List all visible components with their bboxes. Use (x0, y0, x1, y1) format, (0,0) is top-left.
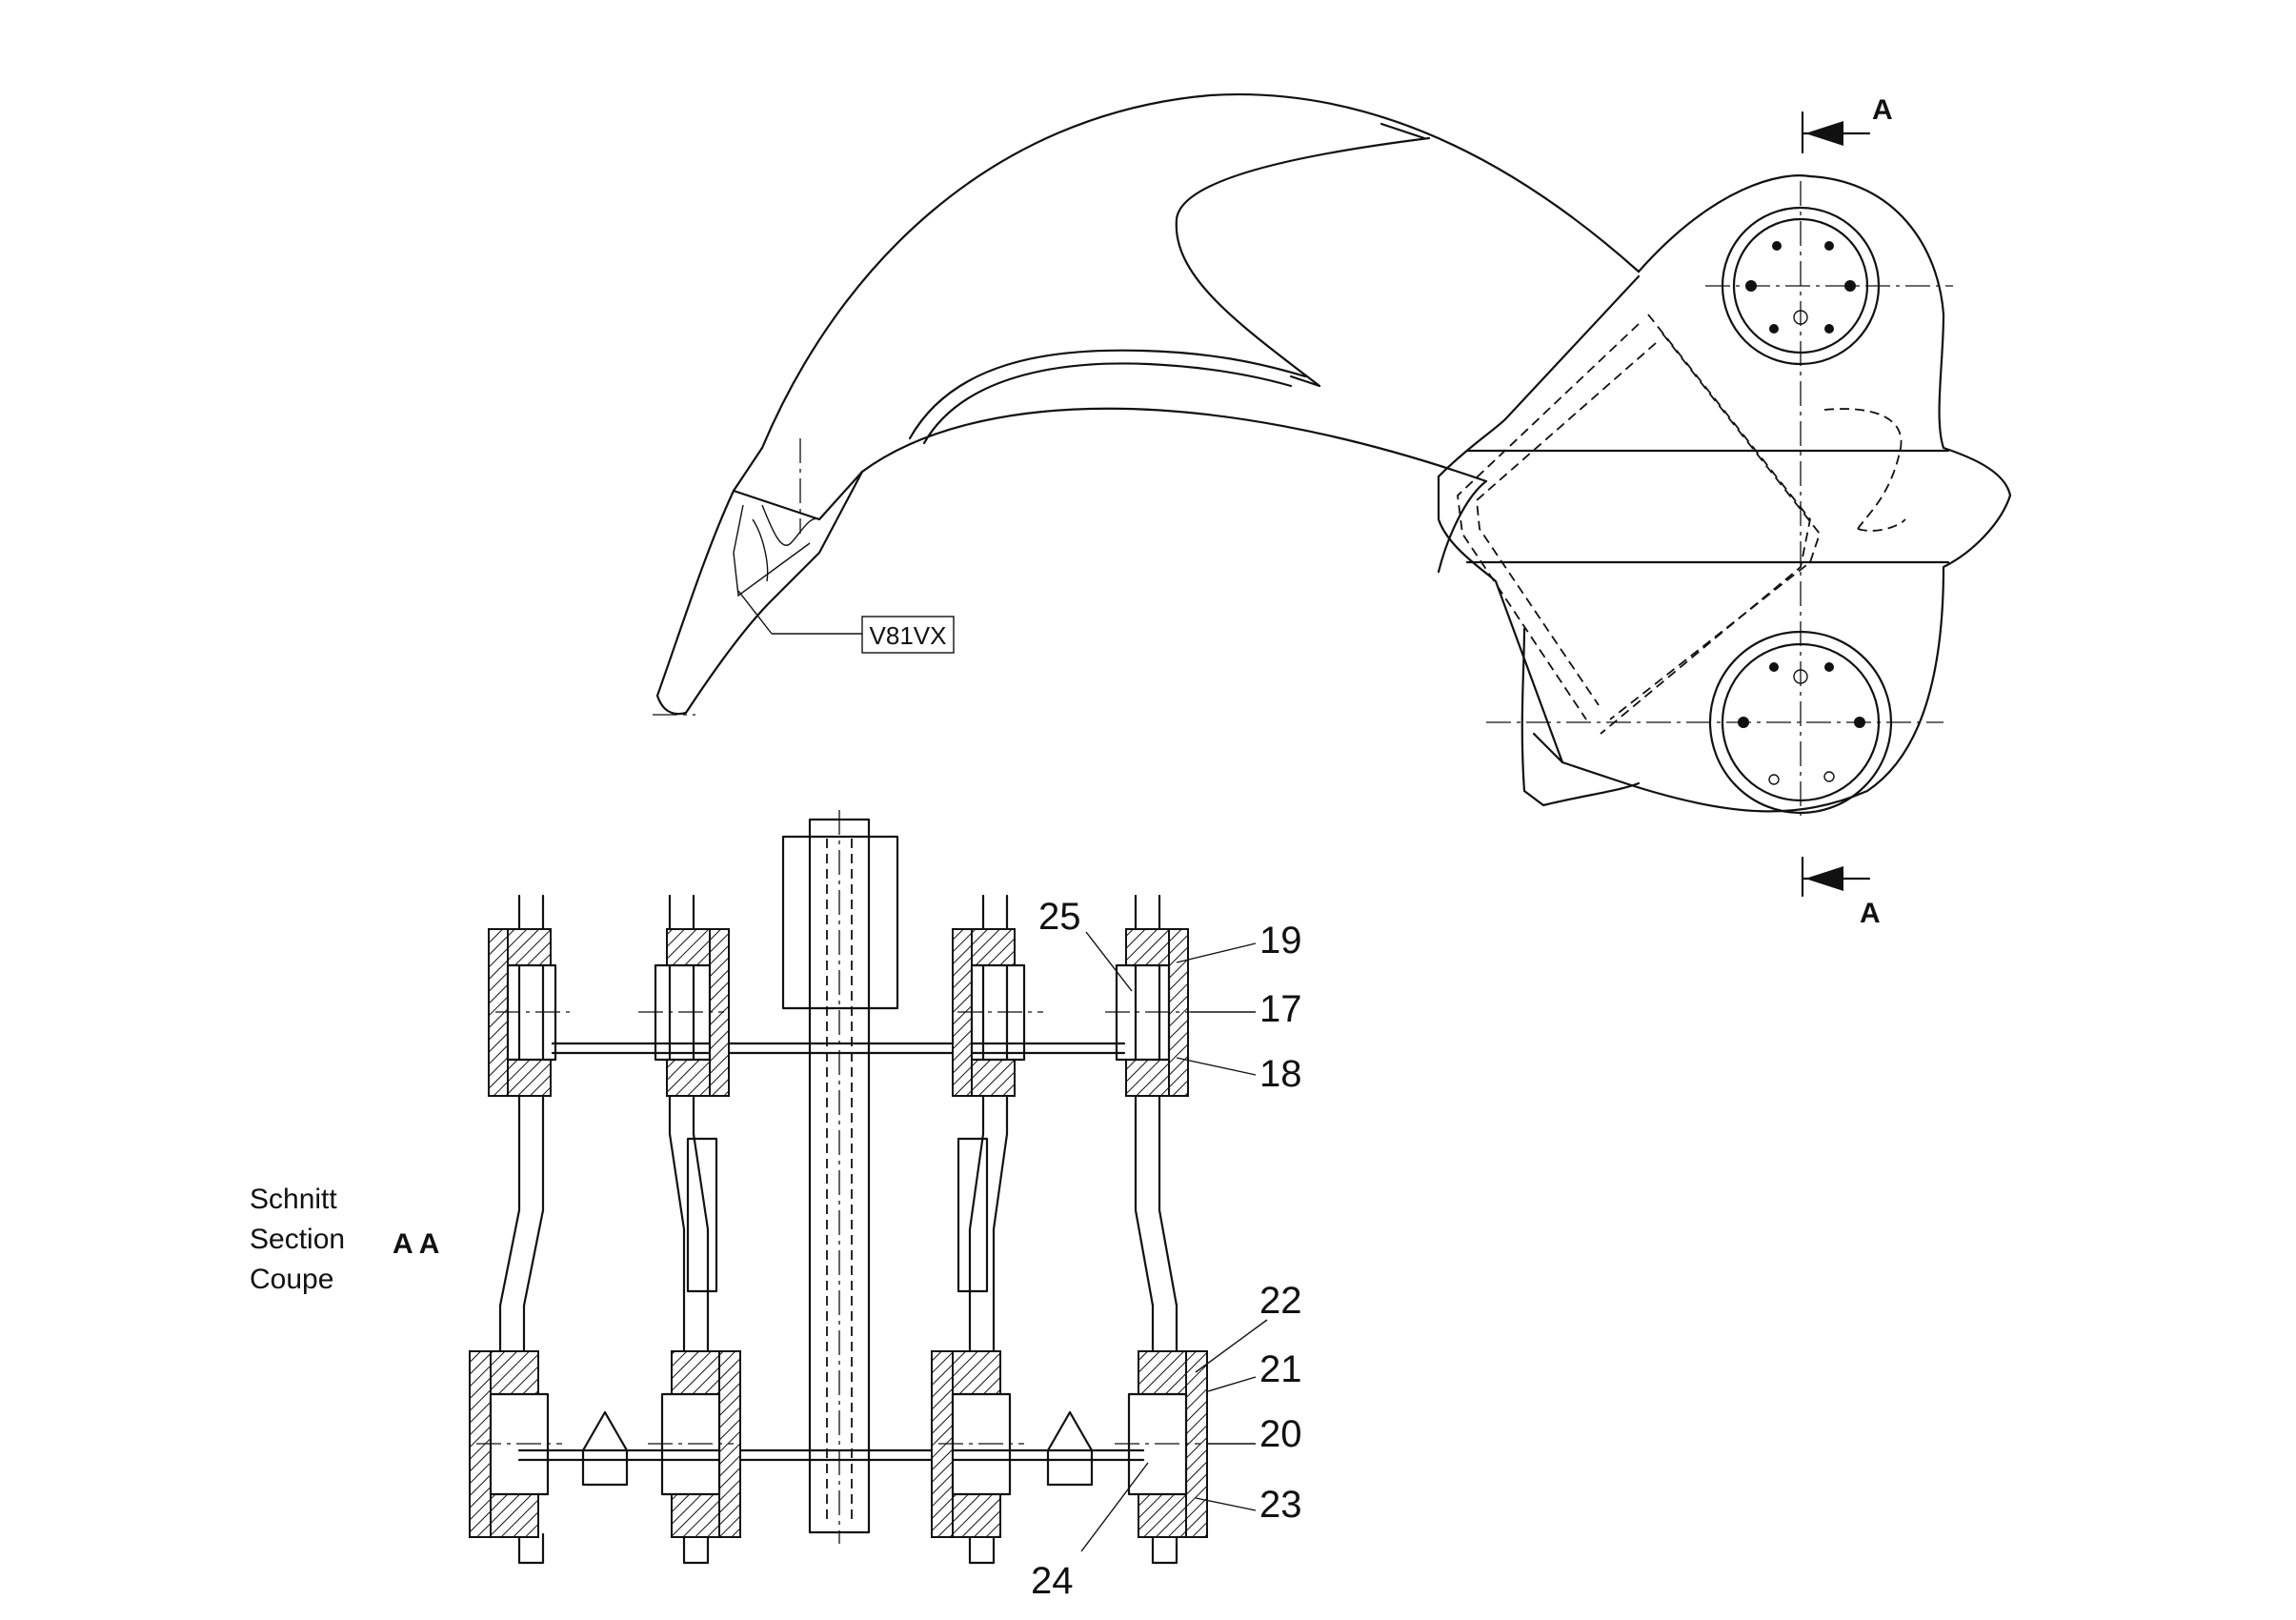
section-label: Schnitt Section Coupe A A (250, 1184, 439, 1295)
part-code-text: V81VX (870, 621, 947, 650)
upper-bearing-4 (1105, 928, 1191, 1097)
callout-18: 18 (1259, 1053, 1302, 1095)
callout-17: 17 (1259, 988, 1302, 1030)
ripper-side-view: V81VX (653, 93, 2012, 820)
section-label-en: Section (250, 1224, 345, 1255)
section-arrow-bottom-letter: A (1860, 898, 1881, 929)
upper-bearing-3 (952, 928, 1043, 1097)
section-aa-view (469, 810, 1208, 1565)
callout-19: 19 (1259, 920, 1302, 962)
section-label-fr: Coupe (250, 1264, 333, 1295)
callout-21: 21 (1259, 1348, 1302, 1390)
section-mark-aa: A A (393, 1228, 439, 1260)
lower-bearing-4 (1115, 1350, 1208, 1538)
upper-bearing-2 (638, 928, 730, 1097)
callout-23: 23 (1259, 1484, 1302, 1526)
upper-pin-boss (1705, 181, 1953, 820)
section-arrow-top: A (1801, 94, 1893, 154)
section-arrow-top-letter: A (1872, 94, 1893, 126)
callout-22: 22 (1259, 1280, 1302, 1322)
callout-24: 24 (1031, 1560, 1074, 1602)
cone-guide-left (581, 1410, 629, 1487)
part-code-label: V81VX (737, 590, 955, 654)
callout-20: 20 (1259, 1413, 1302, 1455)
lower-bearing-3 (931, 1350, 1024, 1538)
ripper-tooth-tip (653, 438, 864, 716)
lower-bearing-1 (469, 1350, 562, 1538)
section-label-de: Schnitt (250, 1184, 337, 1215)
section-arrow-bottom: A (1801, 856, 1881, 929)
callout-25: 25 (1038, 896, 1081, 938)
lower-pin-boss (1486, 630, 1944, 815)
callouts: 25 19 17 18 22 21 20 23 24 (1031, 896, 1302, 1602)
lower-bearing-2 (648, 1350, 741, 1538)
upper-bearing-1 (488, 928, 572, 1097)
cone-guide-right (1046, 1410, 1094, 1487)
